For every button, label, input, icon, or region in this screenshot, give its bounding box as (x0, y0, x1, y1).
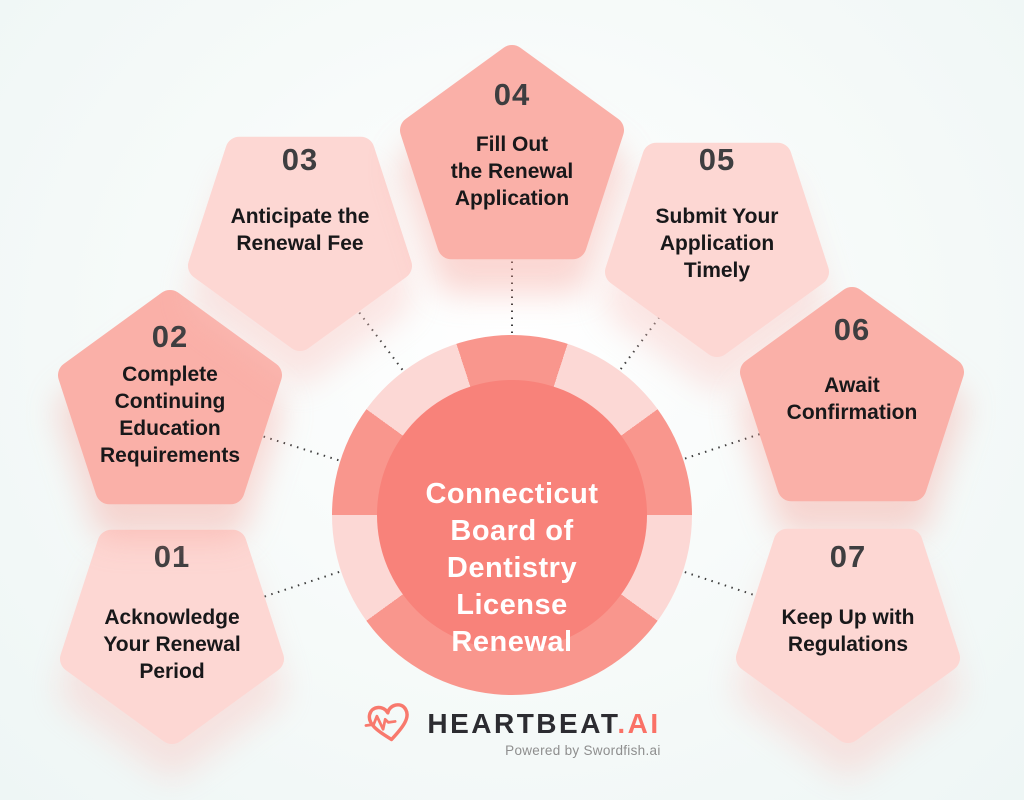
step-title: Complete Continuing Education Requiremen… (99, 363, 241, 467)
pentagon-shape (400, 45, 624, 260)
center-ring: Connecticut Board of Dentistry License R… (332, 335, 692, 695)
step-title: Keep Up with Regulations (781, 606, 915, 656)
pentagon-shape (736, 528, 960, 743)
brand-suffix: .AI (617, 708, 661, 739)
heartbeat-logo: HEARTBEAT.AI Powered by Swordfish.ai (363, 700, 660, 758)
step-pentagon-05: 05 Submit Your Application Timely (599, 130, 835, 357)
pentagon-shape (60, 529, 284, 744)
heart-pulse-icon (364, 703, 409, 742)
step-number: 06 (833, 312, 871, 347)
step-title: Submit Your Application Timely (655, 205, 779, 282)
step-number: 03 (281, 142, 319, 177)
step-title: Acknowledge Your Renewal Period (103, 606, 241, 683)
center-title: Connecticut Board of Dentistry License R… (425, 478, 599, 658)
pentagon-shape (740, 287, 964, 502)
center-circle: Connecticut Board of Dentistry License R… (377, 380, 647, 658)
step-number: 04 (493, 77, 531, 112)
step-pentagon-07: 07 Keep Up with Regulations (730, 516, 966, 743)
step-pentagon-04: 04 Fill Out the Renewal Application (394, 45, 630, 272)
step-title: Fill Out the Renewal Application (450, 133, 574, 210)
step-pentagon-02: 02 Complete Continuing Education Require… (52, 290, 288, 517)
pentagon-shape (605, 142, 829, 357)
pentagon-shape (188, 136, 412, 351)
brand-wordmark: HEARTBEAT.AI (427, 708, 661, 739)
step-number: 07 (829, 539, 867, 574)
step-pentagon-03: 03 Anticipate the Renewal Fee (182, 124, 418, 351)
step-number: 05 (698, 142, 736, 177)
step-number: 02 (151, 319, 189, 354)
step-pentagon-06: 06 Await Confirmation (734, 287, 970, 514)
step-title: Anticipate the Renewal Fee (230, 205, 370, 255)
pentagon-shape (58, 290, 282, 505)
step-title: Await Confirmation (786, 374, 918, 424)
step-pentagon-01: 01 Acknowledge Your Renewal Period (54, 517, 290, 744)
powered-by-text: Powered by Swordfish.ai (505, 743, 661, 758)
step-number: 01 (153, 539, 191, 574)
